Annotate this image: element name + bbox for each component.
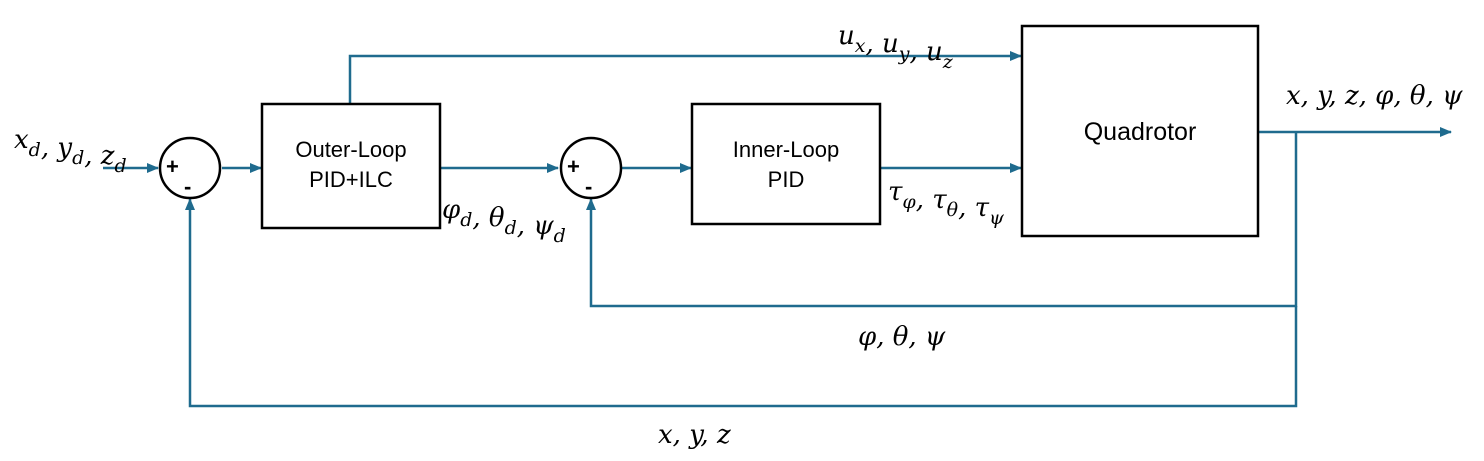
forces-signal-label: ux, uy, uz [838, 21, 954, 73]
outer-sum-minus-sign: - [184, 174, 191, 199]
outer-summing-junction: + - [158, 136, 222, 200]
reference-signal-label: xd, yd, zd [14, 125, 127, 177]
inner-sum-plus-sign: + [567, 154, 580, 179]
attitude-ref-signal-label: φd, θd, ψd [442, 195, 566, 247]
outer-loop-label-line1: Outer-Loop [295, 137, 406, 162]
outer-sum-plus-sign: + [166, 154, 179, 179]
inner-loop-block: Inner-Loop PID [690, 102, 882, 226]
inner-loop-label-line2: PID [768, 167, 805, 192]
forces-to-quadrotor-arrow [348, 51, 1022, 104]
inner-summing-junction: + - [559, 136, 623, 200]
quadrotor-label: Quadrotor [1084, 118, 1197, 146]
signal-wires [103, 51, 1452, 408]
torques-signal-label: τφ, τθ, τψ [888, 177, 1005, 229]
position-feedback-label: x, y, z [658, 420, 731, 450]
inner-sum-minus-sign: - [585, 174, 592, 199]
attitude-feedback-label: φ, θ, ψ [858, 322, 946, 352]
attitude-feedback-line [586, 132, 1298, 308]
outer-loop-block: Outer-Loop PID+ILC [260, 102, 442, 230]
output-signal-label: x, y, z, φ, θ, ψ [1286, 81, 1463, 111]
outer-loop-label-line2: PID+ILC [309, 167, 393, 192]
position-feedback-line [185, 198, 1298, 408]
quadrotor-block: Quadrotor [1020, 24, 1260, 238]
inner-loop-label-line1: Inner-Loop [733, 137, 839, 162]
